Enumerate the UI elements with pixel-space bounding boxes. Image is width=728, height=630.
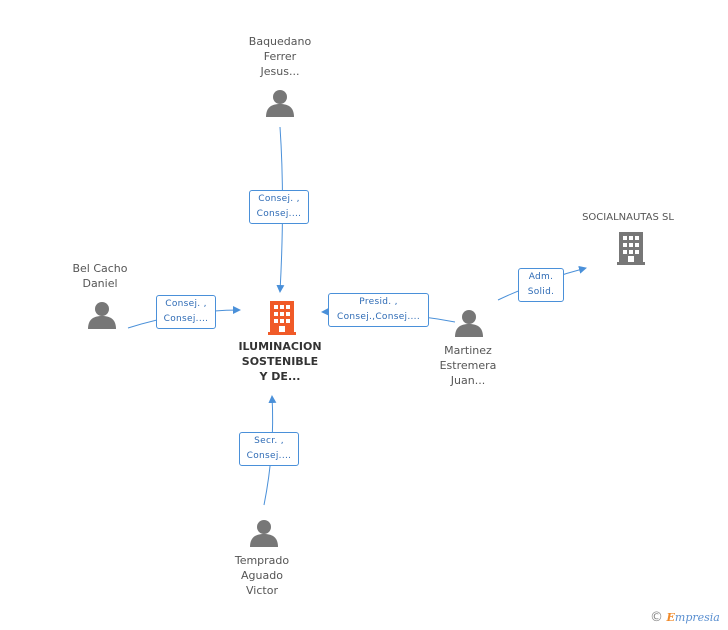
other-company-name[interactable]: SOCIALNAUTAS SL [582,212,674,223]
copyright-icon: © [650,610,663,625]
person-right-name[interactable]: Martinez Estremera Juan... [439,344,497,387]
relation-bottom-box[interactable]: Secr. , Consej.... [239,432,299,466]
relation-right-line-2: Consej.,Consej.... [336,312,420,322]
relation-left-box[interactable]: Consej. , Consej.... [156,295,216,329]
relation-bottom-line-2: Consej.... [246,451,292,461]
person-left-icon[interactable] [88,302,116,329]
person-left-name[interactable]: Bel Cacho Daniel [72,262,128,290]
relation-adm-line-2: Solid. [527,287,555,297]
relation-top-box[interactable]: Consej. , Consej.... [249,190,309,224]
relation-top-line-2: Consej.... [256,209,302,219]
other-company-building-icon[interactable] [617,232,645,265]
center-company-building-icon[interactable] [268,301,296,335]
relation-right-line-1: Presid. , [359,297,398,307]
brand-logo: Empresia [666,611,720,624]
center-company-name[interactable]: ILUMINACION SOSTENIBLE Y DE... [238,340,322,383]
relation-adm-box[interactable]: Adm. Solid. [518,268,564,302]
relation-right-box[interactable]: Presid. , Consej.,Consej.... [328,293,429,327]
person-bottom-icon[interactable] [250,520,278,547]
relation-left-line-2: Consej.... [163,314,209,324]
relation-adm-line-1: Adm. [528,272,554,282]
relation-left-line-1: Consej. , [165,299,207,309]
relation-bottom-line-1: Secr. , [254,436,284,446]
person-top-icon[interactable] [266,90,294,117]
footer-brand: © Empresia [650,610,720,625]
person-bottom-name[interactable]: Temprado Aguado Victor [234,554,290,597]
person-right-icon[interactable] [455,310,483,337]
person-top-name[interactable]: Baquedano Ferrer Jesus... [248,35,312,78]
relation-top-line-1: Consej. , [258,194,300,204]
